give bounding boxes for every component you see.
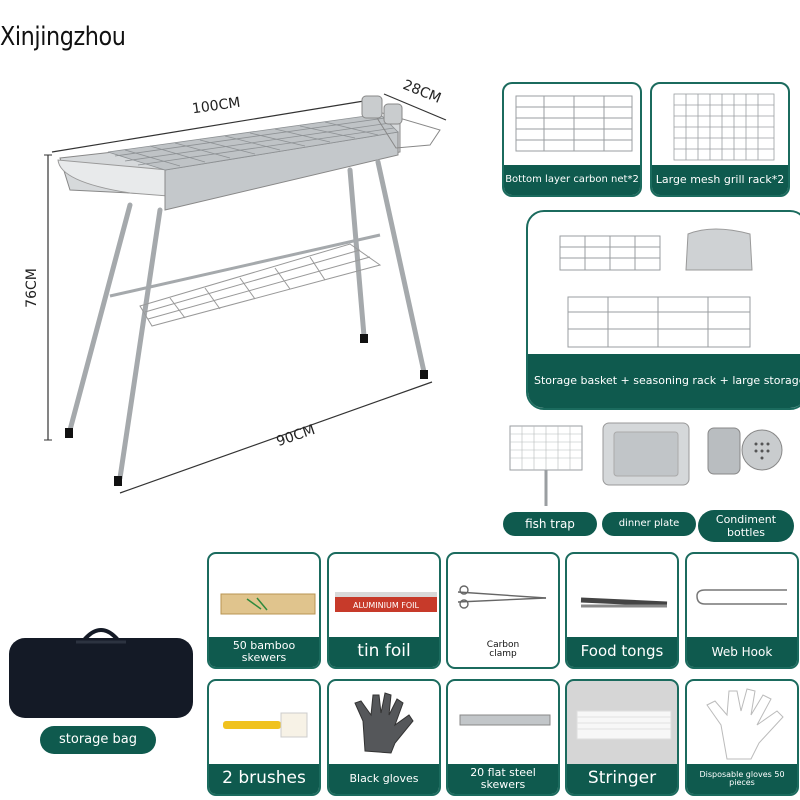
item-carbon-clamp: Carbon clamp xyxy=(446,552,560,669)
black-gloves-image xyxy=(354,692,414,754)
item-brushes: 2 brushes xyxy=(207,679,321,796)
item-label: 50 bamboo skewers xyxy=(209,637,319,667)
item-disposable-gloves: Disposable gloves 50 pieces xyxy=(685,679,799,796)
pill-storage-bag: storage bag xyxy=(40,726,156,754)
condiment-bottles-image xyxy=(707,427,783,475)
dinner-plate-image xyxy=(602,422,690,486)
item-flat-skewers: 20 flat steel skewers xyxy=(446,679,560,796)
storage-image xyxy=(559,228,753,348)
item-label: Food tongs xyxy=(567,637,677,667)
item-label: 20 flat steel skewers xyxy=(448,764,558,794)
pill-condiment-bottles: Condiment bottles xyxy=(698,510,794,542)
item-label: tin foil xyxy=(329,637,439,667)
item-web-hook: Web Hook xyxy=(685,552,799,669)
item-label: Stringer xyxy=(567,764,677,794)
dimension-height: 76CM xyxy=(23,268,40,308)
bamboo-skewers-image xyxy=(220,593,316,615)
brushes-image xyxy=(223,712,308,738)
pill-fish-trap: fish trap xyxy=(503,512,597,536)
storage-bag-image xyxy=(9,628,193,718)
tin-foil-image: ALUMINIUM FOIL xyxy=(335,592,437,612)
web-hook-image xyxy=(696,589,787,605)
grill-illustration xyxy=(44,93,447,494)
item-stringer: Stringer xyxy=(565,679,679,796)
card-label: Storage basket + seasoning rack + large … xyxy=(528,354,800,408)
item-label: Web Hook xyxy=(687,637,797,667)
item-label: Carbon clamp xyxy=(486,633,520,667)
brand-title: Xinjingzhou xyxy=(0,22,126,52)
carbon-net-image xyxy=(515,95,633,152)
fish-trap-image xyxy=(509,425,583,506)
card-storage: Storage basket + seasoning rack + large … xyxy=(526,210,800,410)
grill-rack-image xyxy=(673,93,775,161)
flat-skewers-image xyxy=(459,714,551,726)
item-label: 2 brushes xyxy=(209,764,319,794)
item-label: Disposable gloves 50 pieces xyxy=(687,764,797,794)
card-label: Large mesh grill rack*2 xyxy=(652,165,788,195)
item-black-gloves: Black gloves xyxy=(327,679,441,796)
foil-box-text: ALUMINIUM FOIL xyxy=(353,601,420,610)
item-label: Black gloves xyxy=(329,764,439,794)
stringer-image xyxy=(576,710,672,740)
carbon-clamp-image xyxy=(457,585,547,609)
food-tongs-image xyxy=(580,597,668,608)
item-food-tongs: Food tongs xyxy=(565,552,679,669)
item-tin-foil: ALUMINIUM FOIL tin foil xyxy=(327,552,441,669)
pill-dinner-plate: dinner plate xyxy=(602,512,696,536)
card-label: Bottom layer carbon net*2 xyxy=(504,165,640,195)
item-bamboo-skewers: 50 bamboo skewers xyxy=(207,552,321,669)
disposable-gloves-image xyxy=(706,688,784,760)
card-carbon-net: Bottom layer carbon net*2 xyxy=(502,82,642,197)
card-grill-rack: Large mesh grill rack*2 xyxy=(650,82,790,197)
